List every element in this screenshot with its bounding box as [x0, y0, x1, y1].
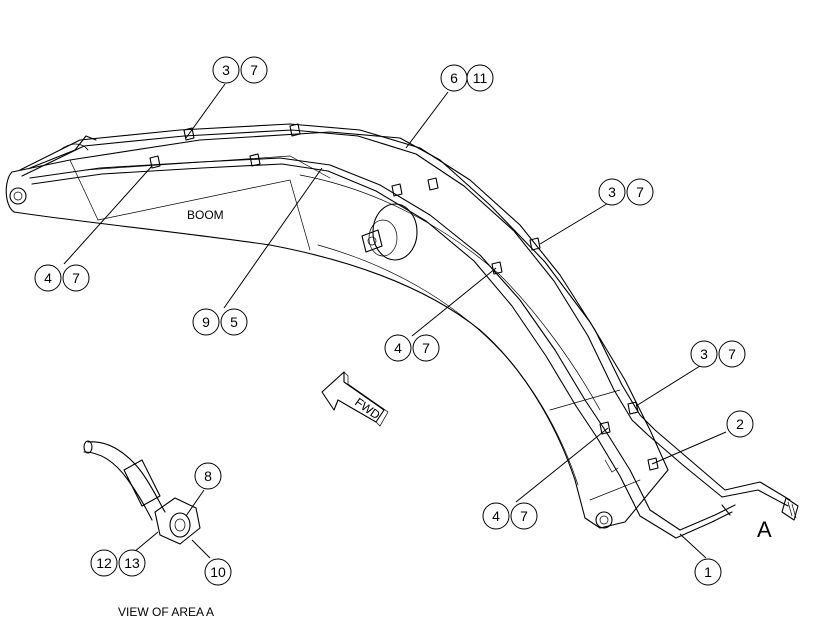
callout-4-7-mid: 4 7	[384, 334, 440, 362]
callout-6-11: 6 11	[440, 64, 494, 92]
boom-label: BOOM	[187, 208, 224, 222]
svg-text:4: 4	[394, 340, 402, 356]
svg-text:1: 1	[704, 564, 712, 580]
svg-text:12: 12	[96, 555, 112, 571]
callout-8: 8	[194, 462, 222, 490]
svg-text:7: 7	[250, 62, 258, 78]
svg-text:3: 3	[608, 184, 616, 200]
callout-2: 2	[726, 410, 754, 438]
detail-view-a: VIEW OF AREA A	[83, 440, 214, 619]
svg-text:3: 3	[700, 346, 708, 362]
callout-4-7-left: 4 7	[34, 264, 90, 292]
svg-text:3: 3	[222, 62, 230, 78]
callout-3-7-top: 3 7	[212, 56, 268, 84]
svg-text:2: 2	[736, 416, 744, 432]
callout-9-5: 9 5	[192, 308, 248, 336]
forward-arrow: FWD	[321, 371, 389, 427]
cylinder-mount-boss	[361, 203, 418, 261]
svg-text:7: 7	[72, 270, 80, 286]
svg-text:7: 7	[728, 346, 736, 362]
callout-3-7-right: 3 7	[690, 340, 746, 368]
hose-lines	[19, 123, 799, 539]
area-a-marker: A	[757, 517, 772, 542]
leader-lines	[63, 83, 727, 559]
svg-text:7: 7	[520, 508, 528, 524]
callout-3-7-mid: 3 7	[598, 178, 654, 206]
svg-text:11: 11	[473, 70, 488, 86]
svg-text:4: 4	[44, 270, 52, 286]
svg-text:4: 4	[492, 508, 500, 524]
svg-text:9: 9	[202, 314, 210, 330]
svg-text:8: 8	[204, 468, 212, 484]
callout-4-7-low: 4 7	[482, 502, 538, 530]
view-caption: VIEW OF AREA A	[118, 605, 214, 619]
callout-12-13: 12 13	[90, 549, 146, 577]
svg-text:7: 7	[636, 184, 644, 200]
svg-text:5: 5	[230, 314, 238, 330]
svg-text:13: 13	[124, 555, 140, 571]
svg-text:7: 7	[422, 340, 430, 356]
callout-10: 10	[204, 558, 232, 586]
svg-text:10: 10	[210, 564, 226, 580]
svg-text:6: 6	[450, 70, 458, 86]
boom-outline	[5, 131, 669, 529]
callout-1: 1	[694, 558, 722, 586]
